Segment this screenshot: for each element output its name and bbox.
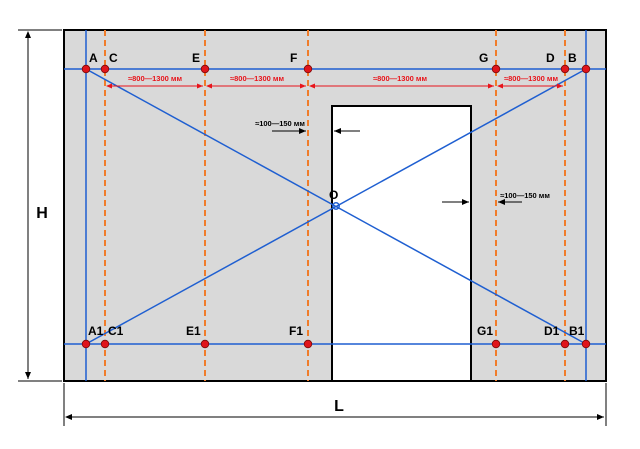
point-f1 bbox=[303, 339, 313, 349]
point-c1 bbox=[100, 339, 110, 349]
label-o: O bbox=[329, 188, 338, 202]
label-e: E bbox=[192, 51, 200, 65]
label-a1: A1 bbox=[88, 324, 104, 338]
label-a: A bbox=[89, 51, 98, 65]
label-g: G bbox=[479, 51, 488, 65]
door-offset-left: ≈100—150 мм bbox=[255, 119, 360, 134]
point-f bbox=[303, 64, 313, 74]
point-e1 bbox=[200, 339, 210, 349]
top-points bbox=[81, 64, 591, 74]
label-b: B bbox=[568, 51, 577, 65]
label-b1: B1 bbox=[569, 324, 585, 338]
height-dimension: H bbox=[18, 29, 62, 382]
point-d bbox=[560, 64, 570, 74]
label-d1: D1 bbox=[544, 324, 560, 338]
door-offset-right-label: ≈100—150 мм bbox=[500, 191, 550, 200]
stud-lines bbox=[104, 30, 566, 381]
door-offset-right: ≈100—150 мм bbox=[442, 191, 550, 205]
label-c1: C1 bbox=[108, 324, 124, 338]
door-opening bbox=[331, 105, 472, 382]
spacing-label-g-d: ≈800—1300 мм bbox=[504, 74, 558, 83]
label-g1: G1 bbox=[477, 324, 493, 338]
length-label: L bbox=[334, 398, 344, 415]
point-g1 bbox=[491, 339, 501, 349]
point-a bbox=[81, 64, 91, 74]
point-b bbox=[581, 64, 591, 74]
label-c: C bbox=[109, 51, 118, 65]
spacing-label-c-e: ≈800—1300 мм bbox=[128, 74, 182, 83]
point-a1 bbox=[81, 339, 91, 349]
point-e bbox=[200, 64, 210, 74]
height-label: H bbox=[36, 205, 48, 222]
label-d: D bbox=[546, 51, 555, 65]
point-c bbox=[100, 64, 110, 74]
label-f1: F1 bbox=[289, 324, 303, 338]
spacing-label-f-g: ≈800—1300 мм bbox=[373, 74, 427, 83]
point-d1 bbox=[560, 339, 570, 349]
door-offset-left-label: ≈100—150 мм bbox=[255, 119, 305, 128]
diagonal-b-a1 bbox=[85, 68, 587, 345]
length-dimension: L bbox=[63, 383, 607, 426]
label-f: F bbox=[290, 51, 297, 65]
point-g bbox=[491, 64, 501, 74]
spacing-label-e-f: ≈800—1300 мм bbox=[230, 74, 284, 83]
point-o bbox=[332, 202, 340, 210]
bottom-points bbox=[81, 339, 591, 349]
blue-guide-lines bbox=[64, 30, 606, 381]
point-b1 bbox=[581, 339, 591, 349]
label-e1: E1 bbox=[186, 324, 201, 338]
